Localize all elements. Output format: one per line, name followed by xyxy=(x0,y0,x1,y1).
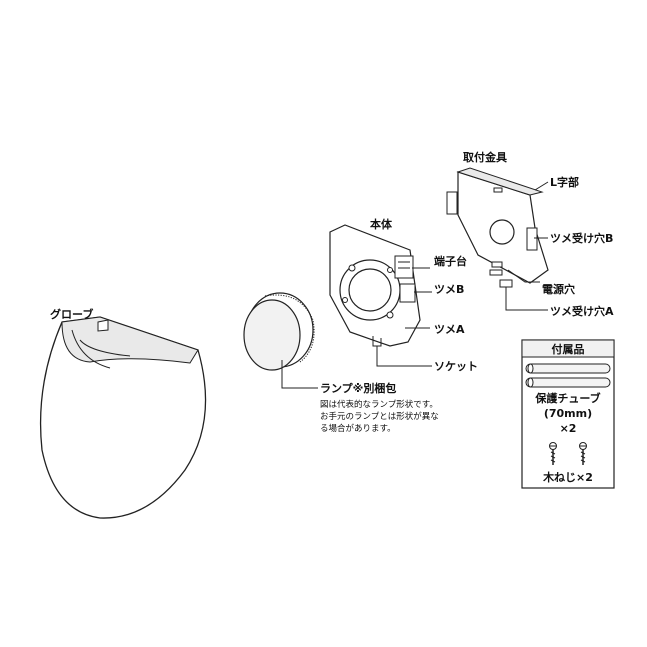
lamp-drawing xyxy=(243,292,315,371)
lamp-note-line-1: 図は代表的なランプ形状です。 xyxy=(320,399,438,410)
tube-quantity: ×2 xyxy=(560,422,577,435)
power-hole-label: 電源穴 xyxy=(542,282,575,296)
mount-bracket-label: 取付金具 xyxy=(463,150,507,164)
claw-hole-b-label: ツメ受け穴B xyxy=(550,231,613,245)
accessories-title: 付属品 xyxy=(552,342,585,356)
lamp-note-line-2: お手元のランプとは形状が異な xyxy=(320,411,439,422)
body-label: 本体 xyxy=(370,217,393,231)
lamp-note-line-3: る場合があります。 xyxy=(320,423,396,434)
tube-length: (70mm) xyxy=(544,407,592,420)
globe-drawing xyxy=(39,316,207,519)
claw-b-label: ツメB xyxy=(434,283,464,296)
tube-label: 保護チューブ xyxy=(534,391,600,405)
wood-screw-1 xyxy=(549,442,557,465)
claw-hole-a-leader-line xyxy=(505,287,548,311)
body-drawing xyxy=(329,224,421,347)
power-hole-leader-line xyxy=(507,269,540,283)
terminal-block-label: 端子台 xyxy=(434,254,467,268)
l-part-leader-line xyxy=(534,181,549,191)
wood-screw-2 xyxy=(579,442,587,465)
lamp-label: ランプ※別梱包 xyxy=(320,381,396,395)
protective-tube-1 xyxy=(525,363,611,374)
l-part-label: L字部 xyxy=(550,175,579,189)
socket-leader-line xyxy=(376,346,432,367)
screw-label: 木ねじ×2 xyxy=(542,470,593,484)
mounting-bracket-drawing xyxy=(446,167,549,288)
protective-tube-2 xyxy=(525,377,611,388)
lamp-leader-line xyxy=(281,360,318,389)
globe-label: グローブ xyxy=(50,307,93,321)
claw-a-label: ツメA xyxy=(434,323,465,336)
socket-label: ソケット xyxy=(434,360,478,373)
claw-hole-a-label: ツメ受け穴A xyxy=(550,304,614,318)
